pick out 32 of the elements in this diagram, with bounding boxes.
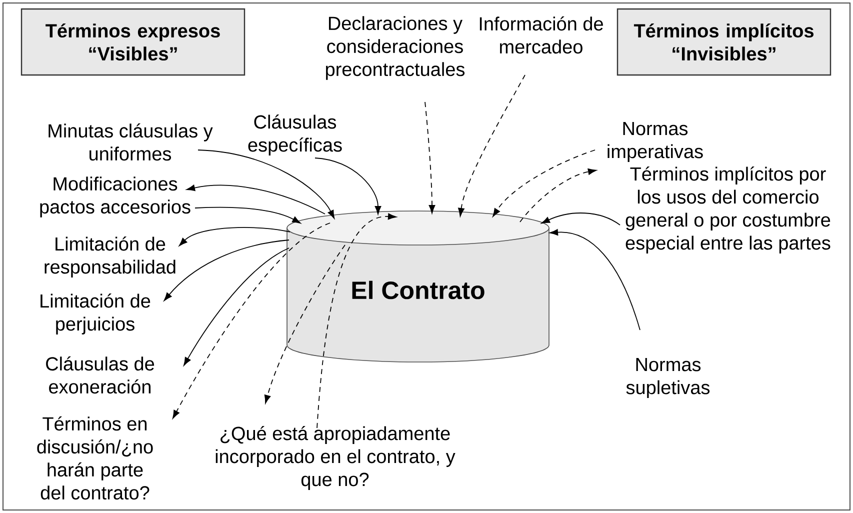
label: Limitación de responsabilidad (44, 236, 176, 278)
arrow (198, 150, 335, 219)
heading-box: Términos implícitos “Invisibles” (616, 8, 832, 76)
label: Términos en discusión/¿no harán parte del contrato? (37, 416, 153, 500)
dashed-arrow (264, 244, 346, 404)
arrow (550, 229, 640, 330)
label: Limitación de perjuicios (40, 294, 150, 334)
arrow (314, 158, 382, 214)
dashed-arrow (424, 102, 436, 214)
label: Información de mercadeo (480, 16, 603, 54)
dashed-arrow (316, 213, 396, 428)
arrow (164, 240, 290, 301)
label: Declaraciones y consideraciones precontractuales (326, 16, 465, 80)
arrow (184, 248, 290, 366)
dashed-arrow (492, 150, 596, 217)
cylinder: El Contrato (286, 210, 550, 362)
dashed-arrow (458, 74, 526, 216)
arrow (186, 184, 326, 214)
dashed-arrow (172, 222, 330, 419)
label: Normas imperativas (608, 122, 703, 162)
label: Cláusulas específicas (248, 114, 342, 156)
label: Cláusulas de exoneración (46, 356, 154, 394)
arrow (541, 212, 620, 226)
label: Términos implícitos por los usos del comercio general o por costumbre especial entre las partes (626, 166, 830, 254)
label: ¿Qué está apropiadamente incorporado en el contrato, y que no? (216, 426, 456, 490)
heading-box: Términos expresos “Visibles” (20, 8, 246, 76)
dashed-arrow (520, 168, 596, 222)
arrow (178, 227, 290, 246)
arrow (194, 206, 301, 224)
label: Minutas cláusulas y uniformes (48, 123, 213, 161)
label: Normas supletivas (626, 358, 710, 398)
label: Modificaciones pactos accesorios (40, 176, 190, 218)
